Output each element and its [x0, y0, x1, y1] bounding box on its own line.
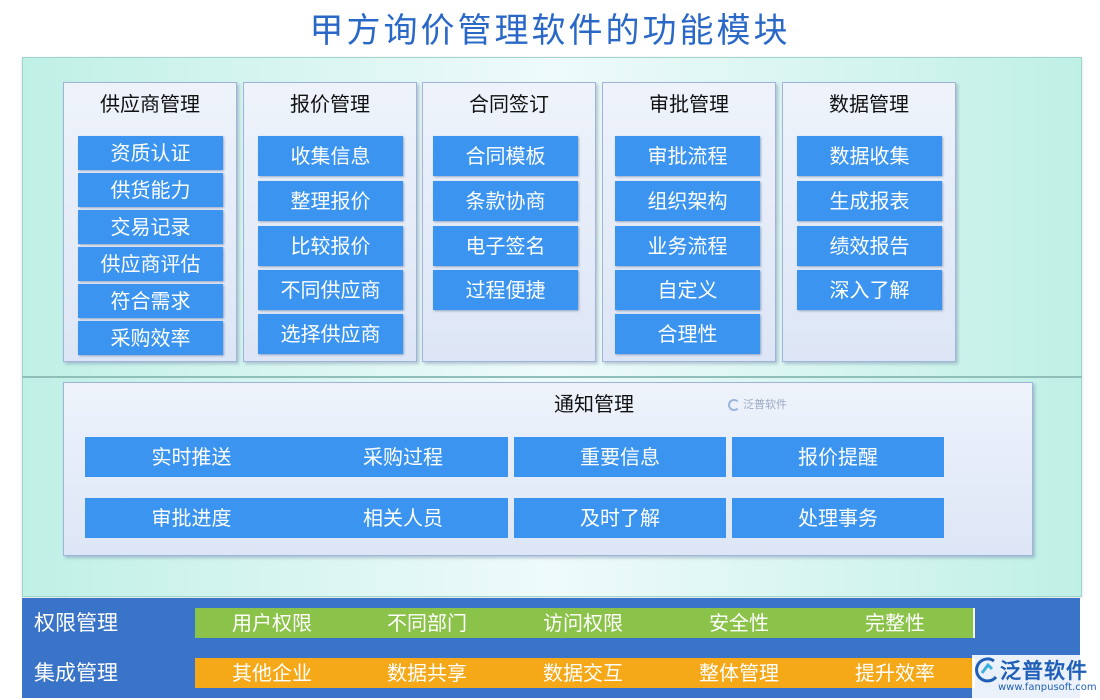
notify-item: 及时了解: [514, 498, 726, 538]
permission-item: 完整性: [817, 608, 975, 638]
module-quote-management: 报价管理 收集信息 整理报价 比较报价 不同供应商 选择供应商: [243, 82, 417, 362]
permission-item: 访问权限: [505, 608, 663, 638]
brand-logo-icon: [728, 399, 740, 411]
permission-item: 用户权限: [195, 608, 351, 638]
module-title: 数据管理: [829, 92, 909, 116]
module-item: 业务流程: [615, 226, 760, 266]
module-data-management: 数据管理 数据收集 生成报表 绩效报告 深入了解: [782, 82, 956, 362]
module-item: 采购效率: [78, 321, 223, 355]
module-title: 通知管理: [554, 392, 634, 416]
module-item: 符合需求: [78, 284, 223, 318]
integration-item: 提升效率: [817, 658, 975, 688]
module-notification-management: 通知管理 实时推送 采购过程 重要信息 报价提醒 审批进度 相关人员 及时了解 …: [63, 382, 1033, 556]
integration-item: 数据共享: [349, 658, 507, 688]
page-title: 甲方询价管理软件的功能模块: [309, 11, 791, 51]
permission-label: 权限管理: [34, 611, 118, 635]
module-item: 合同模板: [433, 136, 578, 176]
module-item: 收集信息: [258, 136, 403, 176]
module-item: 不同供应商: [258, 270, 403, 310]
module-item: 数据收集: [797, 136, 942, 176]
brand-logo-icon: [975, 657, 998, 683]
watermark: 泛普软件: [728, 396, 787, 412]
module-title: 审批管理: [649, 92, 729, 116]
notify-item: 实时推送: [85, 437, 298, 477]
module-item: 整理报价: [258, 181, 403, 221]
notify-item: 采购过程: [298, 437, 508, 477]
module-item: 电子签名: [433, 226, 578, 266]
integration-item: 整体管理: [661, 658, 819, 688]
module-item: 供应商评估: [78, 247, 223, 281]
module-item: 资质认证: [78, 136, 223, 170]
module-title: 供应商管理: [100, 92, 200, 116]
section-divider: [22, 376, 1082, 378]
module-item: 深入了解: [797, 270, 942, 310]
module-item: 组织架构: [615, 181, 760, 221]
notify-item: 审批进度: [85, 498, 298, 538]
brand-name: 泛普软件: [1000, 659, 1088, 683]
module-title: 报价管理: [290, 92, 370, 116]
module-item: 选择供应商: [258, 314, 403, 354]
module-item: 合理性: [615, 314, 760, 354]
notify-item: 报价提醒: [732, 437, 944, 477]
module-title: 合同签订: [469, 92, 549, 116]
module-item: 自定义: [615, 270, 760, 310]
module-item: 条款协商: [433, 181, 578, 221]
module-item: 生成报表: [797, 181, 942, 221]
notify-item: 处理事务: [732, 498, 944, 538]
module-contract-signing: 合同签订 合同模板 条款协商 电子签名 过程便捷: [422, 82, 596, 362]
module-item: 比较报价: [258, 226, 403, 266]
module-item: 过程便捷: [433, 270, 578, 310]
integration-bar: 集成管理 其他企业 数据共享 数据交互 整体管理 提升效率: [22, 648, 1080, 698]
brand-logo: 泛普软件 www.fanpusoft.com: [972, 655, 1100, 700]
permission-item: 不同部门: [349, 608, 507, 638]
integration-item: 数据交互: [505, 658, 663, 688]
notify-item: 重要信息: [514, 437, 726, 477]
module-item: 审批流程: [615, 136, 760, 176]
module-item: 交易记录: [78, 210, 223, 244]
integration-item: 其他企业: [195, 658, 351, 688]
permission-bar: 权限管理 用户权限 不同部门 访问权限 安全性 完整性: [22, 598, 1080, 648]
module-item: 供货能力: [78, 173, 223, 207]
module-item: 绩效报告: [797, 226, 942, 266]
module-supplier-management: 供应商管理 资质认证 供货能力 交易记录 供应商评估 符合需求 采购效率: [63, 82, 237, 362]
permission-item: 安全性: [661, 608, 819, 638]
watermark-text: 泛普软件: [743, 398, 787, 411]
module-approval-management: 审批管理 审批流程 组织架构 业务流程 自定义 合理性: [602, 82, 776, 362]
integration-label: 集成管理: [34, 661, 118, 685]
brand-url: www.fanpusoft.com: [998, 682, 1097, 693]
notify-item: 相关人员: [298, 498, 508, 538]
